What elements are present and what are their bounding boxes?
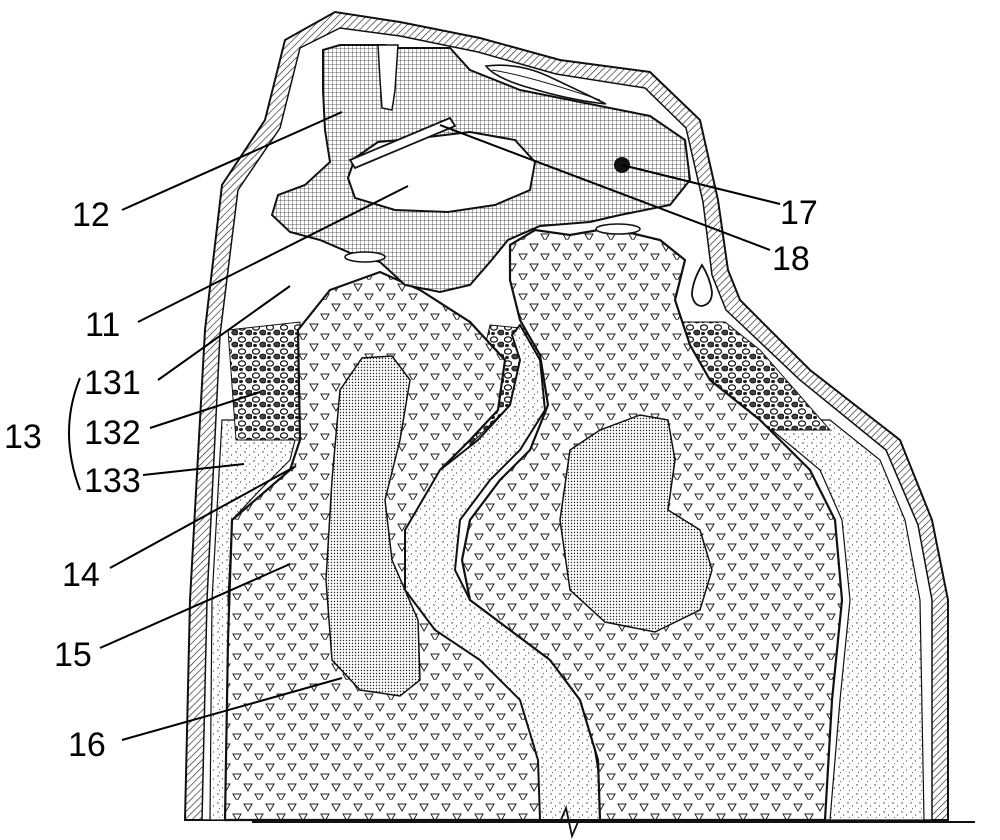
leader-133 [142,463,245,476]
vertical-gap [377,44,399,111]
small-ellipse-bottom [344,251,386,263]
leader-11 [137,185,409,323]
label-11: 11 [85,306,120,344]
leader-14 [109,465,297,569]
leader-132 [149,391,261,429]
leader-15 [99,563,291,649]
leader-16 [121,677,343,741]
label-133: 133 [84,462,141,500]
rod-18 [348,116,457,170]
small-ellipse-right [595,223,641,235]
label-18: 18 [772,240,810,278]
cavity-11 [346,130,537,214]
label-13: 13 [4,418,42,456]
label-131: 131 [84,364,141,402]
teardrop [691,263,713,307]
label-14: 14 [62,556,100,594]
leader-18 [439,124,771,251]
label-17: 17 [780,194,818,232]
leader-131 [157,285,291,381]
leader-17 [621,164,781,205]
top-lens-inner [491,69,601,101]
core-16 [325,355,421,697]
label-16: 16 [68,726,106,764]
label-132: 132 [84,414,141,452]
label-15: 15 [54,636,92,674]
leader-12 [121,111,343,211]
core-right [559,414,713,633]
layer-132-left [227,321,301,441]
break-mark [559,805,579,839]
brace-13 [68,377,81,491]
label-12: 12 [72,196,110,234]
